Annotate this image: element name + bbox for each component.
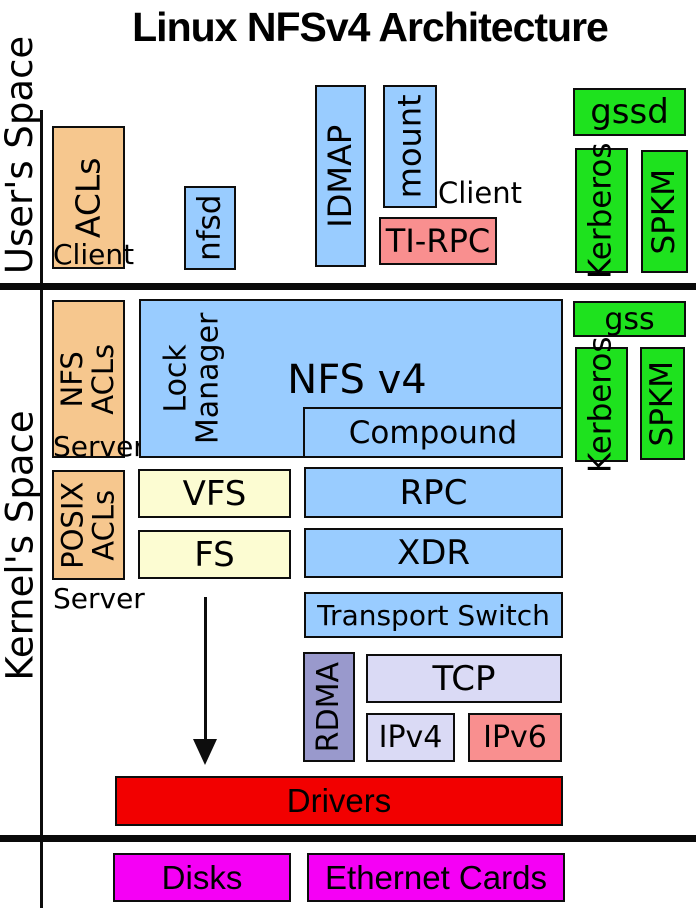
kerberos-user-box: Kerberos: [575, 142, 628, 279]
ti-rpc-box: TI-RPC: [379, 217, 497, 265]
rpc-box: RPC: [304, 467, 563, 518]
tcp-label: TCP: [432, 658, 496, 699]
idmap-box: IDMAP: [315, 85, 366, 267]
mount-label: mount: [390, 94, 429, 199]
left-boundary-line: [40, 110, 43, 908]
drivers-box: Drivers: [115, 776, 563, 826]
ethernet-cards-box: Ethernet Cards: [307, 853, 565, 902]
lock-manager-label: Lock Manager: [158, 312, 226, 445]
spkm-kernel-label: SPKM: [643, 360, 680, 447]
nfs-acls-box: NFS ACLs: [52, 300, 125, 458]
transport-switch-box: Transport Switch: [304, 592, 563, 638]
server-sublabel-posix: Server: [53, 582, 145, 615]
nfsd-box: nfsd: [184, 186, 236, 270]
vfs-box: VFS: [138, 469, 291, 518]
rdma-label: RDMA: [310, 661, 346, 753]
acls-label: ACLs: [68, 157, 108, 238]
divider-kernel-hardware: [0, 835, 696, 842]
server-sublabel-nfs: Server: [53, 430, 145, 463]
mount-box: mount: [383, 85, 437, 208]
acls-client-box: ACLs: [52, 126, 125, 269]
nfs-v4-box: Lock Manager NFS v4 Compound: [139, 299, 563, 458]
tcp-box: TCP: [366, 654, 562, 703]
lock-manager-label-wrap: Lock Manager: [141, 301, 245, 456]
ipv6-label: IPv6: [483, 720, 547, 755]
divider-user-kernel: [0, 283, 696, 290]
gss-label: gss: [604, 301, 655, 337]
page-title: Linux NFSv4 Architecture: [132, 4, 609, 50]
spkm-user-box: SPKM: [641, 150, 688, 273]
client-sublabel: Client: [53, 238, 135, 271]
ipv6-box: IPv6: [468, 713, 562, 762]
disks-label: Disks: [161, 858, 243, 896]
nfsd-label: nfsd: [191, 194, 228, 262]
spkm-kernel-box: SPKM: [640, 347, 685, 460]
gssd-box: gssd: [573, 88, 686, 136]
ipv4-box: IPv4: [366, 713, 455, 762]
kerberos-user-label: Kerberos: [582, 142, 619, 279]
arrow-head-icon: [193, 739, 217, 765]
ethernet-cards-label: Ethernet Cards: [325, 858, 547, 896]
spkm-user-label: SPKM: [645, 168, 682, 255]
gssd-label: gssd: [590, 92, 669, 132]
drivers-label: Drivers: [286, 782, 392, 819]
transport-switch-label: Transport Switch: [317, 598, 550, 632]
compound-label: Compound: [348, 414, 518, 451]
idmap-label: IDMAP: [321, 124, 360, 228]
rdma-box: RDMA: [303, 652, 355, 762]
arrow-line: [204, 597, 207, 740]
client-label: Client: [438, 176, 522, 210]
ti-rpc-label: TI-RPC: [385, 222, 491, 260]
posix-acls-box: POSIX ACLs: [52, 470, 125, 580]
fs-box: FS: [138, 530, 291, 579]
compound-box: Compound: [303, 407, 563, 458]
ipv4-label: IPv4: [378, 720, 443, 755]
nfs-v4-label: NFS v4: [287, 357, 427, 403]
gss-box: gss: [573, 301, 686, 337]
disks-box: Disks: [113, 853, 291, 902]
xdr-label: XDR: [396, 533, 471, 573]
kerberos-kernel-box: Kerberos: [575, 336, 628, 473]
nfs-acls-label: NFS ACLs: [55, 343, 121, 415]
fs-label: FS: [194, 534, 235, 575]
rpc-label: RPC: [399, 472, 468, 513]
xdr-box: XDR: [304, 528, 563, 578]
vfs-label: VFS: [182, 473, 247, 514]
kerberos-kernel-label: Kerberos: [582, 336, 619, 473]
posix-acls-label: POSIX ACLs: [55, 481, 121, 569]
